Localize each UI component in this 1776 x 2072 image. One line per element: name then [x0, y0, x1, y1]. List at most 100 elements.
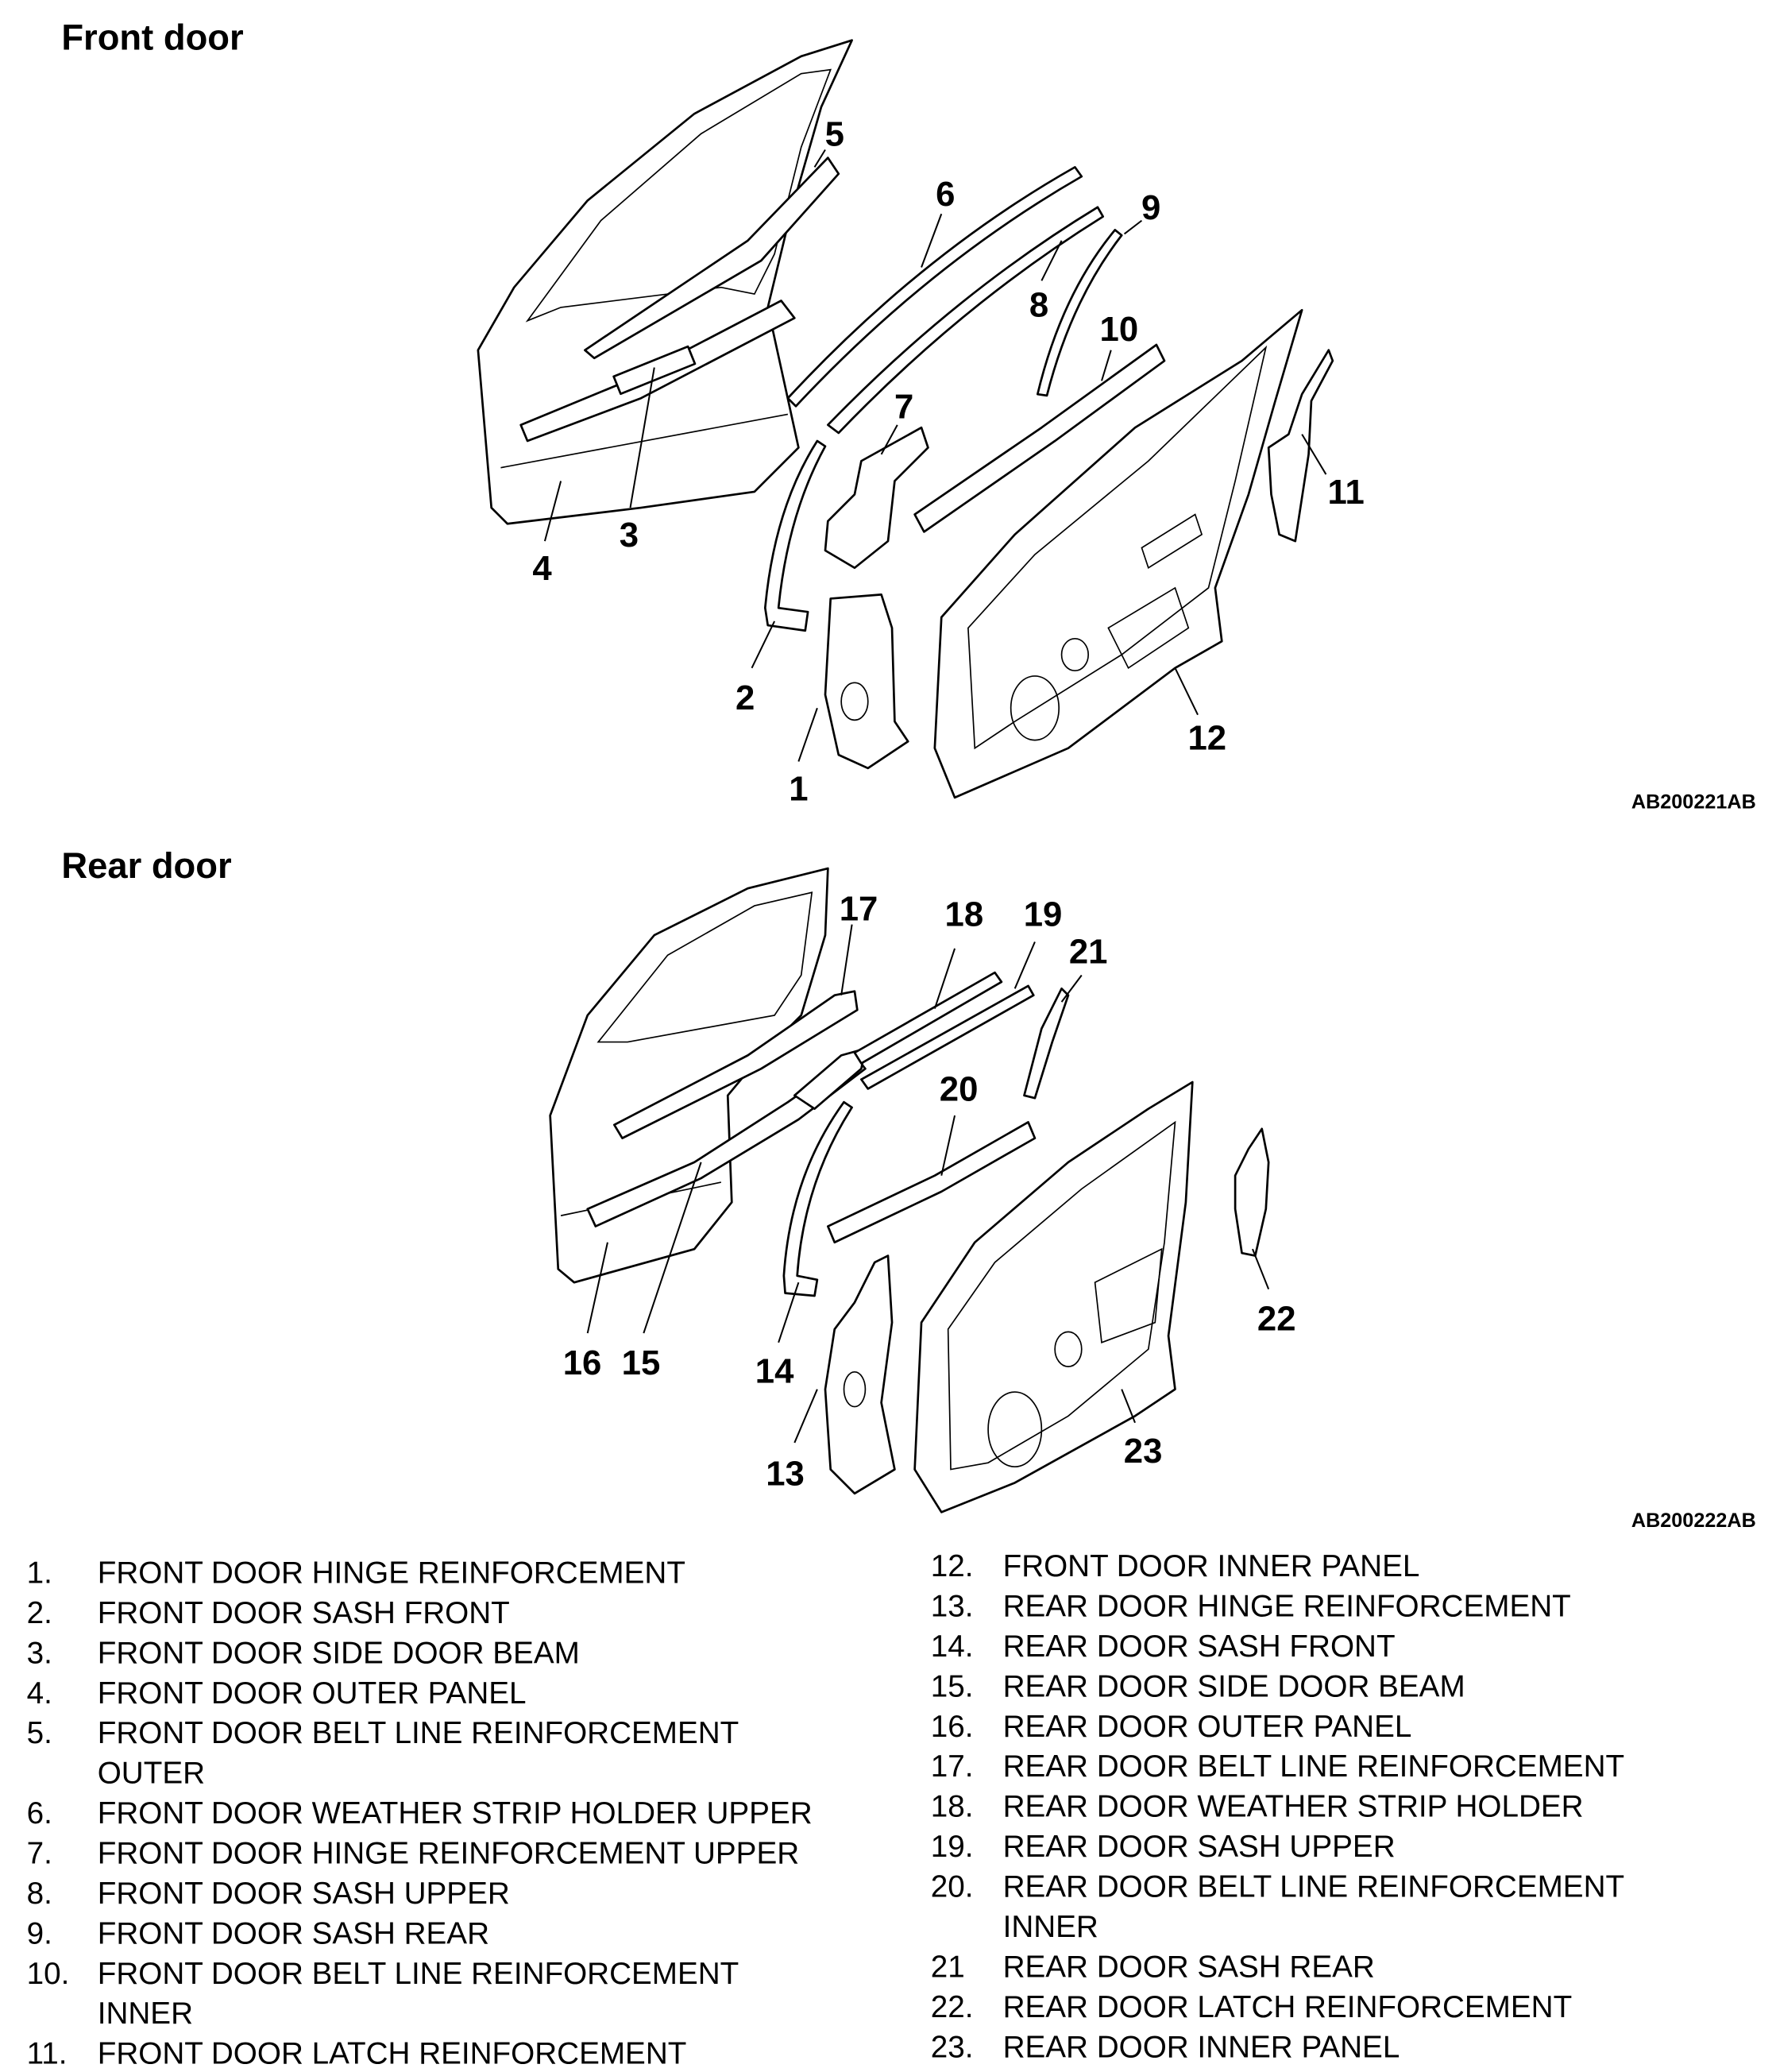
front-figure-code: AB200221AB	[1631, 791, 1756, 813]
legend-text: REAR DOOR OUTER PANEL	[1003, 1710, 1412, 1744]
legend-num: 12.	[931, 1549, 974, 1583]
legend-text: REAR DOOR SASH UPPER	[1003, 1830, 1396, 1864]
front-sash-front	[763, 439, 827, 632]
legend-num: 2.	[27, 1596, 52, 1630]
legend-num: 23.	[931, 2030, 974, 2064]
front-hinge-reinf	[824, 593, 909, 770]
rear-door-title: Rear door	[61, 845, 231, 886]
legend-text: FRONT DOOR HINGE REINFORCEMENT UPPER	[98, 1837, 799, 1871]
front-weather-strip	[786, 166, 1083, 408]
rear-belt-inner	[827, 1121, 1037, 1244]
legend-num: 1.	[27, 1556, 52, 1590]
legend-text: FRONT DOOR SASH REAR	[98, 1916, 489, 1950]
legend-text: FRONT DOOR SIDE DOOR BEAM	[98, 1636, 580, 1670]
legend-num: 22.	[931, 1990, 974, 2024]
front-leader-lines	[543, 149, 1327, 762]
front-sash-upper	[827, 206, 1105, 435]
legend-text: FRONT DOOR LATCH REINFORCEMENT	[98, 2037, 687, 2071]
front-hinge-upper	[824, 426, 929, 570]
legend-text: FRONT DOOR SASH FRONT	[98, 1596, 510, 1630]
legend-num: 9.	[27, 1916, 52, 1950]
legend-num: 8.	[27, 1877, 52, 1911]
legend-text: REAR DOOR SASH REAR	[1003, 1950, 1375, 1984]
callout-2: 2	[735, 678, 755, 717]
legend-text: REAR DOOR SIDE DOOR BEAM	[1003, 1669, 1465, 1703]
callout-22: 22	[1257, 1300, 1296, 1339]
legend-text: FRONT DOOR OUTER PANEL	[98, 1676, 527, 1711]
rear-figure-code: AB200222AB	[1631, 1510, 1756, 1532]
rear-belt-outer	[613, 990, 859, 1139]
front-sash-rear	[1036, 229, 1123, 397]
legend-text: FRONT DOOR BELT LINE REINFORCEMENT	[98, 1716, 739, 1750]
rear-callouts: 13 14 15 16 17 18 19 20 21 22 23	[563, 890, 1296, 1494]
callout-19: 19	[1024, 895, 1063, 934]
callout-21: 21	[1069, 932, 1108, 971]
front-inner-panel	[933, 308, 1303, 799]
legend-num: 10.	[27, 1957, 70, 1991]
front-latch-reinf	[1267, 349, 1334, 543]
legend-num: 6.	[27, 1796, 52, 1830]
legend-num: 15.	[931, 1669, 974, 1703]
legend-text: REAR DOOR INNER PANEL	[1003, 2030, 1400, 2064]
callout-9: 9	[1141, 188, 1160, 227]
legend-num: 20.	[931, 1870, 974, 1904]
legend-text: REAR DOOR BELT LINE REINFORCEMENT	[1003, 1749, 1625, 1784]
callout-11: 11	[1328, 473, 1365, 512]
callout-12: 12	[1187, 718, 1226, 757]
legend-text: REAR DOOR WEATHER STRIP HOLDER	[1003, 1790, 1584, 1824]
legend-text: FRONT DOOR INNER PANEL	[1003, 1549, 1420, 1583]
legend-text: REAR DOOR LATCH REINFORCEMENT	[1003, 1990, 1573, 2024]
legend-num: 13.	[931, 1589, 974, 1623]
rear-latch-reinf	[1234, 1127, 1270, 1257]
parts-legend-left: 1. FRONT DOOR HINGE REINFORCEMENT 2. FRO…	[27, 1556, 813, 2070]
legend-text: REAR DOOR HINGE REINFORCEMENT	[1003, 1589, 1571, 1623]
legend-text-continued: INNER	[1003, 1910, 1098, 1944]
front-door-drawing	[477, 39, 1334, 799]
callout-1: 1	[789, 769, 808, 808]
callout-15: 15	[622, 1343, 661, 1382]
callout-16: 16	[563, 1343, 602, 1382]
legend-text-continued: INNER	[98, 1997, 193, 2031]
legend-num: 18.	[931, 1790, 974, 1824]
callout-20: 20	[940, 1070, 979, 1109]
callout-3: 3	[620, 516, 639, 555]
front-outer-panel	[477, 39, 853, 525]
front-belt-outer	[584, 157, 840, 360]
legend-num: 3.	[27, 1636, 52, 1670]
legend-text: REAR DOOR SASH FRONT	[1003, 1629, 1396, 1664]
front-door-title: Front door	[61, 17, 243, 57]
legend-text-continued: OUTER	[98, 1757, 205, 1791]
legend-num: 19.	[931, 1830, 974, 1864]
legend-text: FRONT DOOR WEATHER STRIP HOLDER UPPER	[98, 1796, 813, 1830]
rear-weather-strip	[853, 971, 1003, 1065]
rear-leader-lines	[586, 924, 1270, 1444]
callout-18: 18	[945, 895, 984, 934]
legend-num: 14.	[931, 1629, 974, 1664]
callout-23: 23	[1124, 1432, 1163, 1471]
rear-door-drawing	[549, 867, 1270, 1513]
callout-6: 6	[936, 175, 955, 214]
callout-5: 5	[825, 114, 844, 153]
rear-sash-front	[782, 1100, 853, 1297]
legend-text: FRONT DOOR SASH UPPER	[98, 1877, 510, 1911]
legend-num: 17.	[931, 1749, 974, 1784]
callout-7: 7	[894, 387, 913, 426]
rear-side-beam	[586, 1054, 867, 1227]
legend-num: 21	[931, 1950, 965, 1984]
rear-inner-panel	[913, 1080, 1194, 1513]
legend-text: REAR DOOR BELT LINE REINFORCEMENT	[1003, 1870, 1625, 1904]
legend-num: 7.	[27, 1837, 52, 1871]
legend-num: 5.	[27, 1716, 52, 1750]
legend-num: 11.	[27, 2037, 68, 2071]
legend-num: 4.	[27, 1676, 52, 1711]
legend-num: 16.	[931, 1710, 974, 1744]
callout-13: 13	[766, 1455, 805, 1494]
callout-14: 14	[755, 1351, 794, 1390]
rear-sash-rear	[1023, 987, 1070, 1100]
legend-text: FRONT DOOR HINGE REINFORCEMENT	[98, 1556, 685, 1590]
rear-sash-upper	[860, 984, 1035, 1090]
front-belt-inner	[913, 343, 1166, 533]
callout-17: 17	[840, 890, 878, 929]
callout-8: 8	[1029, 286, 1048, 325]
